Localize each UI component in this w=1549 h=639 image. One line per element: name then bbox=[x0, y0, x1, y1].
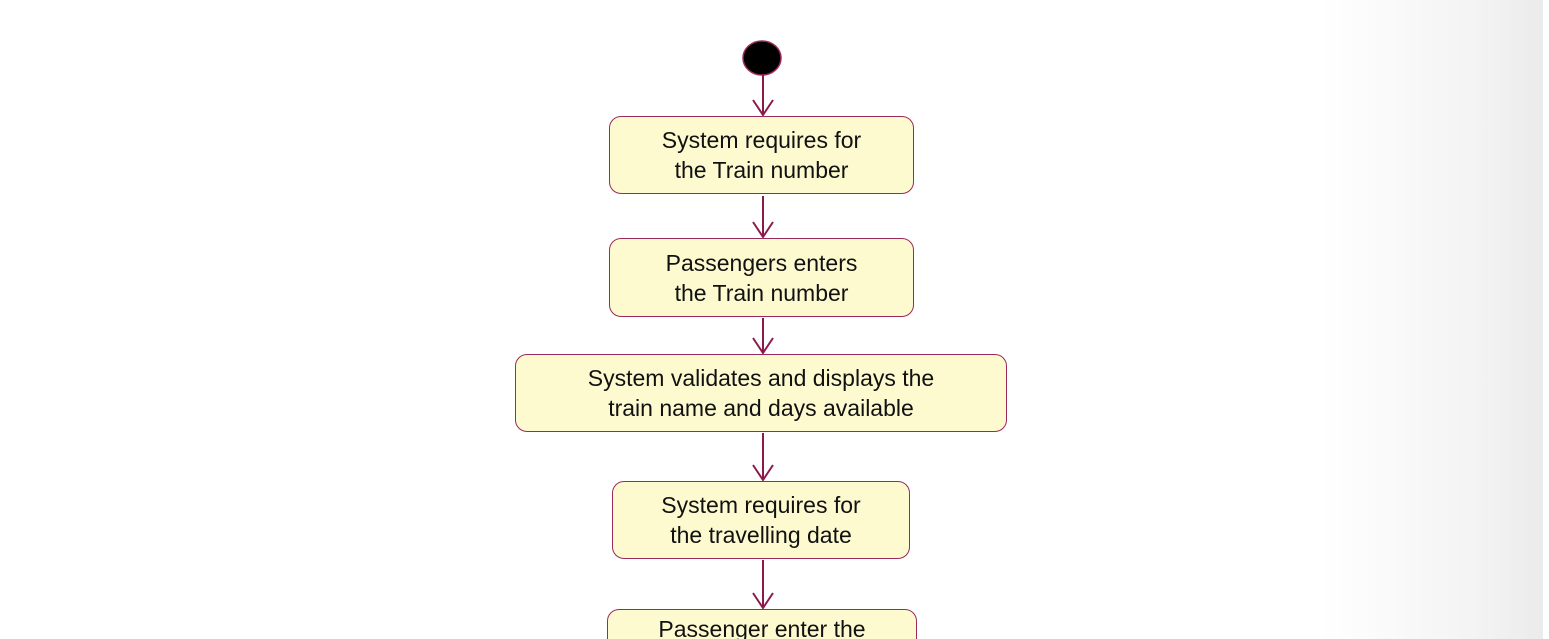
edge-start-to-n1 bbox=[752, 75, 774, 117]
activity-label: System requires for the Train number bbox=[661, 127, 862, 183]
activity-label: Passengers enters the Train number bbox=[665, 249, 858, 306]
initial-node bbox=[742, 40, 782, 76]
activity-node-enter-travel-date: Passenger enter the bbox=[607, 609, 917, 639]
edge-n2-to-n3 bbox=[752, 318, 774, 355]
activity-node-validate-and-display: System validates and displays the train … bbox=[515, 354, 1007, 432]
edge-n1-to-n2 bbox=[752, 196, 774, 239]
activity-node-request-travel-date: System requires for the travelling date bbox=[612, 481, 910, 559]
activity-label: Passenger enter the bbox=[658, 616, 866, 639]
edge-n3-to-n4 bbox=[752, 433, 774, 482]
activity-label: System requires for the travelling date bbox=[661, 492, 861, 548]
activity-label: System validates and displays the train … bbox=[587, 365, 935, 421]
activity-node-enter-train-number: Passengers enters the Train number bbox=[609, 238, 914, 317]
activity-node-request-train-number: System requires for the Train number bbox=[609, 116, 914, 194]
edge-n4-to-n5 bbox=[752, 560, 774, 610]
page-edge-shadow bbox=[1319, 0, 1549, 639]
page-edge bbox=[1543, 0, 1549, 639]
